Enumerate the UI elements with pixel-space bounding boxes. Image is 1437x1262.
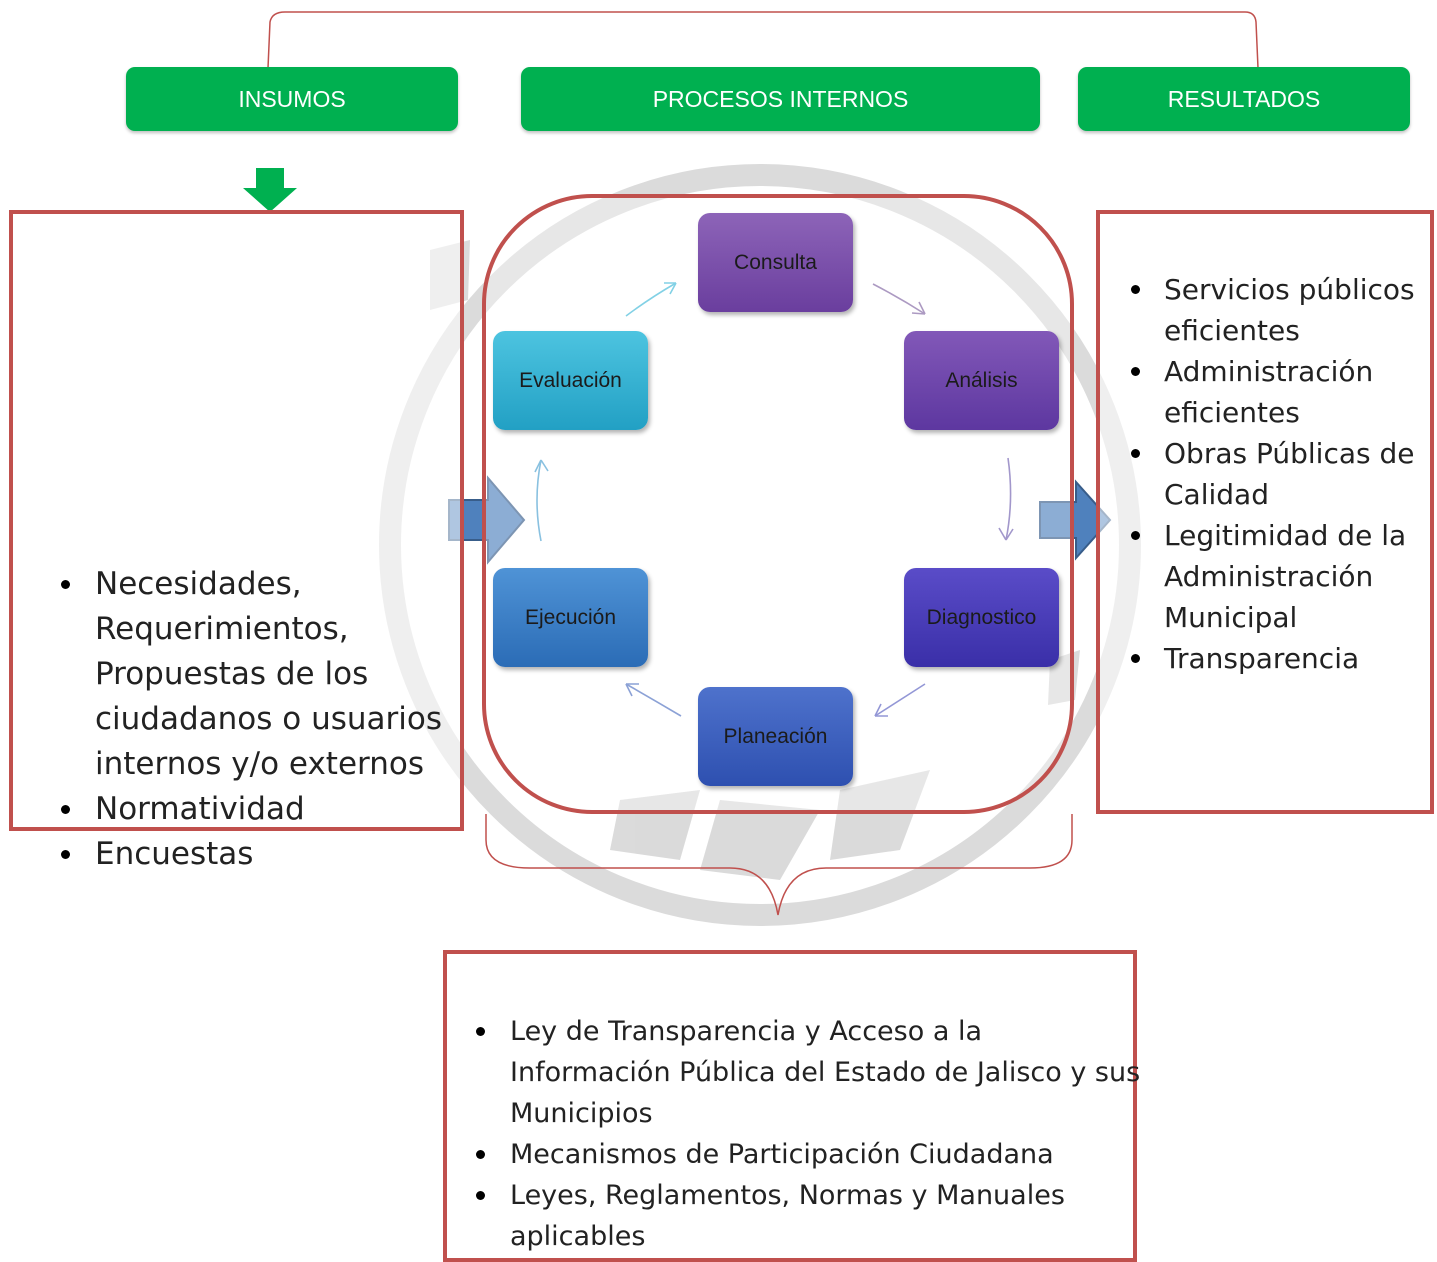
list-item: Transparencia [1131, 638, 1437, 679]
list-item: Administración eficientes [1131, 351, 1437, 433]
marco-normativo-box: Ley de Transparencia y Acceso a la Infor… [443, 950, 1140, 1262]
insumos-box: Necesidades, Requerimientos, Propuestas … [9, 210, 464, 872]
marco-list: Ley de Transparencia y Acceso a la Infor… [470, 1011, 1150, 1257]
list-item: Servicios públicos eficientes [1131, 269, 1437, 351]
resultados-box: Servicios públicos eficientes Administra… [1096, 210, 1434, 814]
list-item: Normatividad [61, 787, 495, 832]
resultados-list: Servicios públicos eficientes Administra… [1124, 269, 1437, 679]
insumos-list: Necesidades, Requerimientos, Propuestas … [55, 562, 495, 877]
header-insumos: INSUMOS [126, 67, 458, 131]
list-item: Obras Públicas de Calidad [1131, 433, 1437, 515]
node-planeacion: Planeación [698, 687, 853, 786]
list-item: Necesidades, Requerimientos, Propuestas … [61, 562, 495, 787]
node-consulta: Consulta [698, 213, 853, 312]
list-item: Legitimidad de la Administración Municip… [1131, 515, 1437, 638]
node-diagnostico: Diagnostico [904, 568, 1059, 667]
list-item: Mecanismos de Participación Ciudadana [476, 1134, 1150, 1175]
list-item: Leyes, Reglamentos, Normas y Manuales ap… [476, 1175, 1150, 1257]
list-item: Ley de Transparencia y Acceso a la Infor… [476, 1011, 1150, 1134]
node-ejecucion: Ejecución [493, 568, 648, 667]
node-analisis: Análisis [904, 331, 1059, 430]
list-item: Encuestas [61, 832, 495, 877]
header-resultados: RESULTADOS [1078, 67, 1410, 131]
down-arrow-icon [243, 168, 297, 212]
node-evaluacion: Evaluación [493, 331, 648, 430]
top-bracket [267, 11, 1259, 69]
bottom-brace [485, 814, 1073, 916]
header-procesos-internos: PROCESOS INTERNOS [521, 67, 1040, 131]
